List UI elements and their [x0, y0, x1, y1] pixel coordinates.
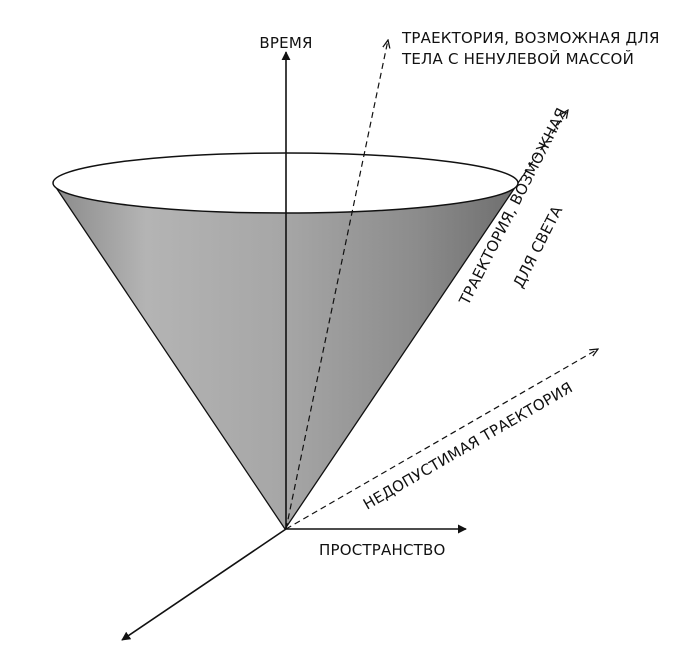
- massive-trajectory-label-line1: ТРАЕКТОРИЯ, ВОЗМОЖНАЯ ДЛЯ: [401, 29, 660, 47]
- massive-body-trajectory: [285, 40, 388, 530]
- light-trajectory: [517, 110, 568, 184]
- massive-trajectory-label-line2: ТЕЛА С НЕНУЛЕВОЙ МАССОЙ: [401, 49, 634, 68]
- time-axis-label: ВРЕМЯ: [259, 34, 312, 52]
- space-axis-label: ПРОСТРАНСТВО: [319, 541, 446, 559]
- forbidden-trajectory: [285, 349, 598, 530]
- forbidden-trajectory-label: НЕДОПУСТИМАЯ ТРАЕКТОРИЯ: [360, 378, 576, 513]
- depth-axis-arrow: [121, 528, 287, 641]
